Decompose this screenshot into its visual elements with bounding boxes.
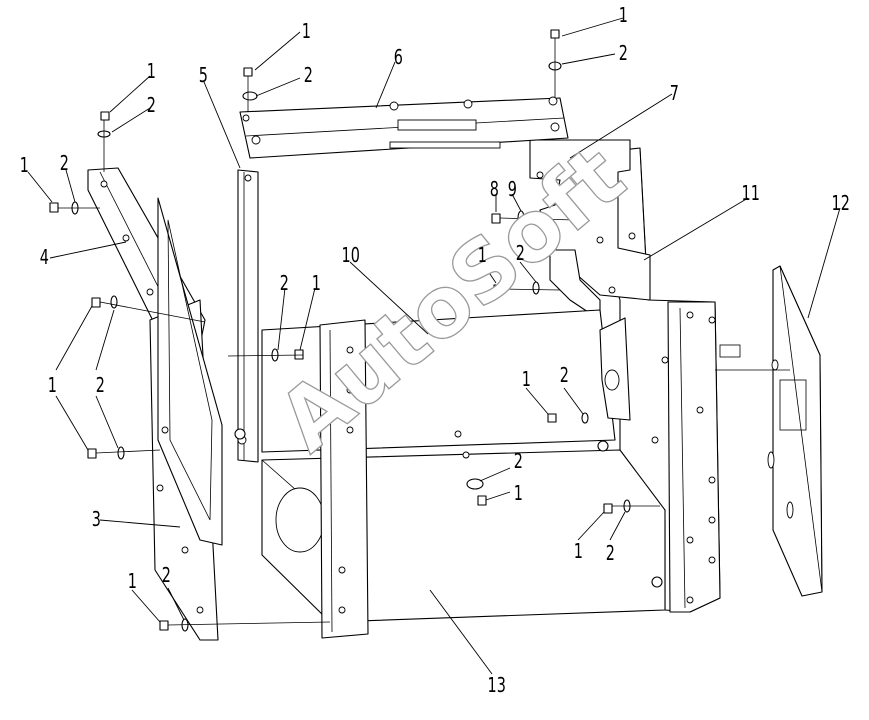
callout-numbers: 1 2 1 2 6 1 2 5 7 1 2 4 8 9 11 12 10 1 2… [20, 5, 850, 698]
callout-1: 1 [302, 21, 311, 44]
callout-1: 1 [514, 483, 523, 506]
callout-6: 6 [394, 47, 403, 70]
callout-2: 2 [619, 43, 628, 66]
callout-3: 3 [92, 509, 101, 532]
fasteners [49, 29, 663, 632]
callout-4: 4 [40, 247, 49, 270]
part-12-side-plate [767, 265, 823, 597]
callout-2: 2 [606, 543, 615, 566]
callout-11: 11 [742, 183, 760, 206]
callout-1: 1 [147, 61, 156, 84]
part-6-top-member [239, 96, 569, 159]
callout-1: 1 [20, 155, 29, 178]
callout-12: 12 [832, 193, 850, 216]
callout-13: 13 [488, 675, 506, 698]
callout-1: 1 [619, 5, 628, 28]
callout-2: 2 [560, 365, 569, 388]
callout-2: 2 [96, 375, 105, 398]
callout-2: 2 [60, 153, 69, 176]
callout-5: 5 [199, 65, 208, 88]
callout-2: 2 [516, 243, 525, 266]
callout-2: 2 [147, 95, 156, 118]
part-7-rear-plate [529, 139, 651, 321]
callout-1: 1 [522, 369, 531, 392]
callout-1: 1 [48, 375, 57, 398]
front-upright [319, 319, 369, 639]
part-5-post [237, 169, 259, 463]
callout-2: 2 [162, 565, 171, 588]
callout-1: 1 [128, 571, 137, 594]
callout-1: 1 [478, 245, 487, 268]
callout-8: 8 [490, 179, 499, 202]
callout-10: 10 [342, 245, 360, 268]
callout-2: 2 [514, 451, 523, 474]
leader-lines [27, 17, 841, 675]
callout-1: 1 [312, 273, 321, 296]
callout-9: 9 [508, 179, 517, 202]
callout-1: 1 [574, 541, 583, 564]
callout-2: 2 [304, 65, 313, 88]
callout-2: 2 [280, 273, 289, 296]
callout-7: 7 [670, 83, 679, 106]
part-3-left-frame [149, 197, 223, 641]
